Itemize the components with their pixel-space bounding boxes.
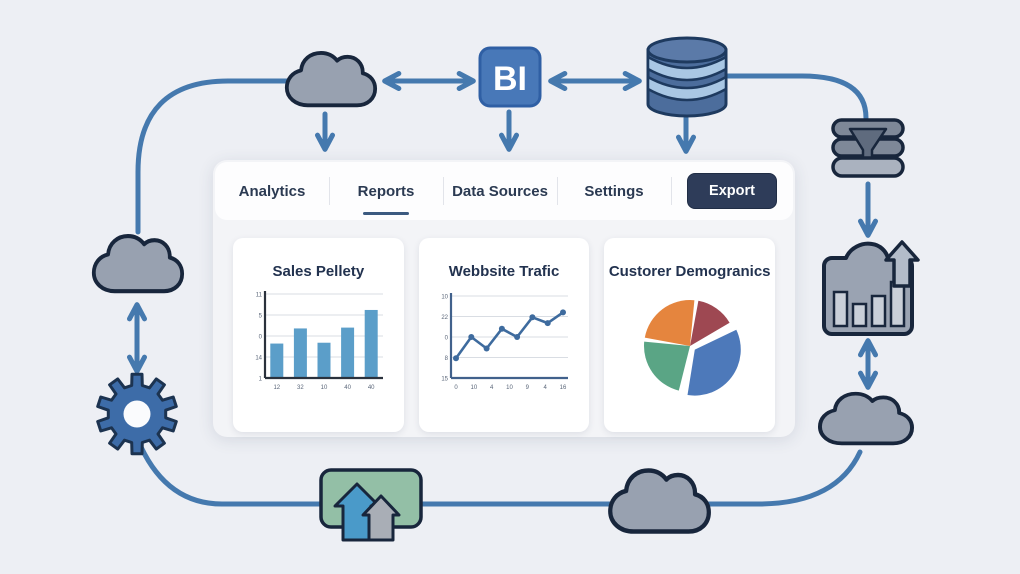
tab-data-sources[interactable]: Data Sources (443, 162, 557, 220)
svg-text:22: 22 (441, 315, 448, 321)
svg-text:15: 15 (441, 377, 448, 383)
svg-text:16: 16 (560, 385, 567, 391)
svg-text:4: 4 (543, 385, 547, 391)
svg-text:10: 10 (441, 295, 448, 301)
card-title: Custorer Demogranics (608, 263, 771, 280)
svg-text:1: 1 (259, 377, 263, 383)
upload-icon (319, 468, 423, 542)
bi-app-icon: BI (478, 46, 542, 108)
bi-label: BI (493, 60, 527, 98)
svg-text:0: 0 (454, 385, 458, 391)
upload-arrow-gray-icon (361, 494, 401, 542)
card-sales: Sales Pellety 11 5 0 14 1 12 32 10 40 40 (233, 238, 404, 432)
cloud-top-icon (284, 50, 378, 108)
card-title: Webbsite Trafic (448, 263, 560, 280)
tab-bar: Analytics Reports Data Sources Settings … (215, 162, 793, 220)
database-icon (646, 36, 728, 118)
card-title: Sales Pellety (272, 263, 365, 280)
svg-text:10: 10 (470, 385, 477, 391)
svg-text:32: 32 (297, 385, 304, 391)
cloud-left-icon (91, 234, 185, 294)
card-demographics: Custorer Demogranics (604, 238, 776, 432)
tab-settings[interactable]: Settings (557, 162, 671, 220)
growth-arrow-icon (884, 240, 920, 288)
svg-text:8: 8 (445, 356, 449, 362)
bar-chart: 11 5 0 14 1 12 32 10 40 40 (248, 288, 388, 405)
svg-text:5: 5 (259, 314, 263, 320)
analytics-chart-icon (822, 240, 920, 336)
svg-text:4: 4 (490, 385, 494, 391)
card-traffic: Webbsite Trafic 10 22 0 8 15 0 10 4 10 9 4 16 (418, 238, 590, 432)
line-chart: 10 22 0 8 15 0 10 4 10 9 4 16 (434, 288, 574, 405)
svg-text:9: 9 (526, 385, 530, 391)
svg-text:10: 10 (321, 385, 328, 391)
flow-line-bottom (138, 444, 863, 507)
svg-text:40: 40 (368, 385, 375, 391)
tab-analytics[interactable]: Analytics (238, 182, 306, 200)
export-button[interactable]: Export (687, 173, 777, 209)
flow-line-top-left (135, 78, 290, 235)
gear-icon (96, 372, 178, 456)
pie-chart (630, 288, 750, 409)
server-stack-icon (831, 118, 905, 178)
svg-text:12: 12 (274, 385, 281, 391)
tab-reports[interactable]: Reports (329, 162, 443, 220)
svg-text:14: 14 (256, 356, 263, 362)
cloud-bottom-icon (608, 468, 711, 534)
svg-text:0: 0 (259, 335, 263, 341)
dashboard-panel: Analytics Reports Data Sources Settings … (213, 160, 795, 437)
flow-line-top-right (725, 73, 869, 121)
svg-text:11: 11 (256, 293, 263, 299)
export-slot: Export (671, 162, 793, 220)
svg-text:40: 40 (345, 385, 352, 391)
svg-text:0: 0 (445, 336, 449, 342)
cloud-right-icon (817, 391, 915, 446)
svg-text:10: 10 (506, 385, 513, 391)
